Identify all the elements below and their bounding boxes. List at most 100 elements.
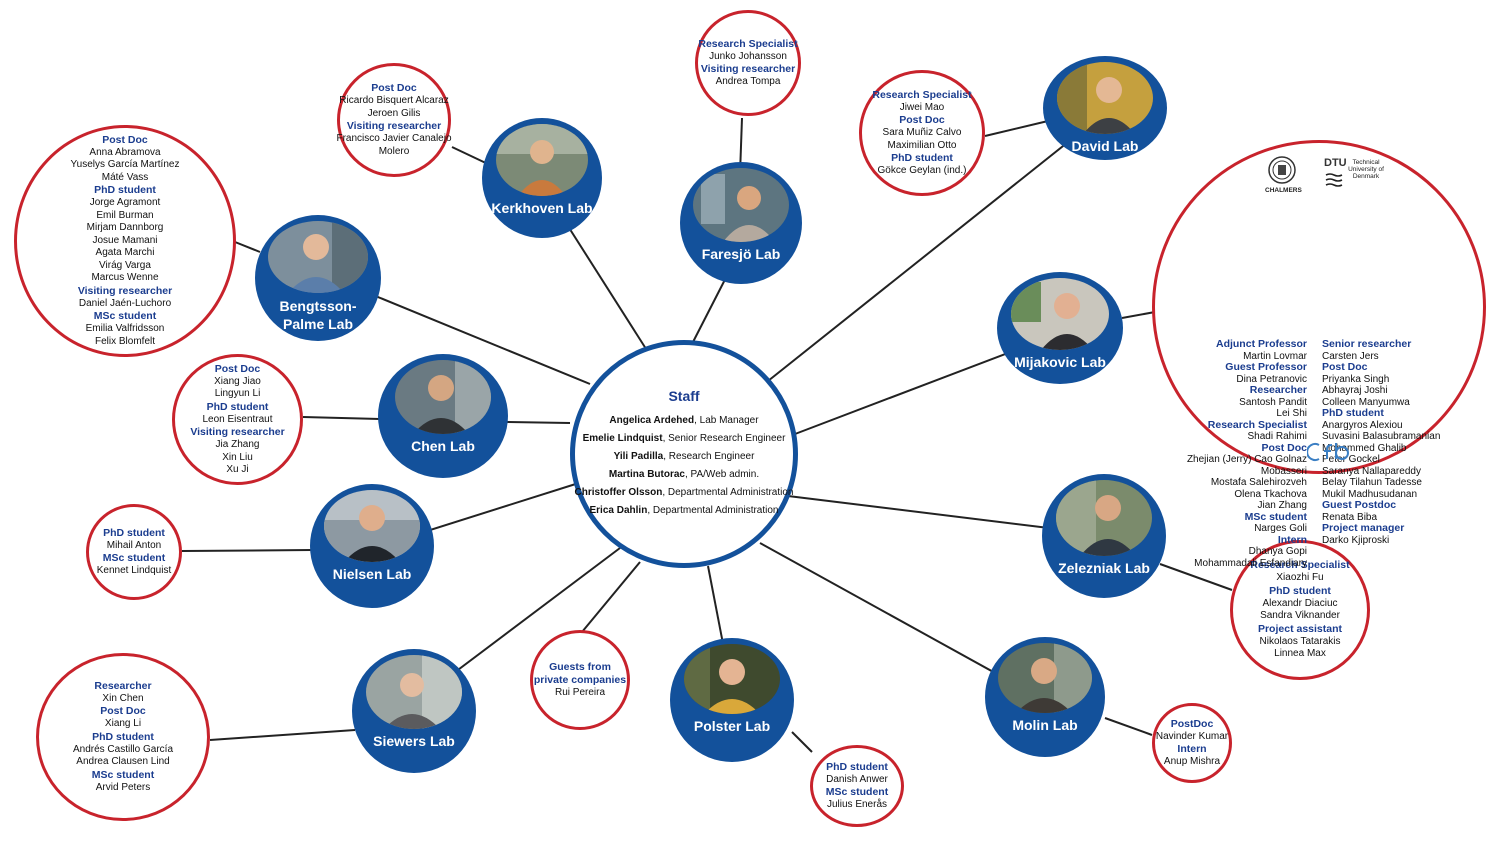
lab-molin[interactable]: Molin Lab xyxy=(985,637,1105,757)
role-header: Post Doc xyxy=(100,705,146,718)
link-mijakovic-group xyxy=(1121,311,1156,319)
link-david xyxy=(767,114,1103,382)
member-name: Jiwei Mao xyxy=(899,101,945,113)
member-name: Xiang Li xyxy=(104,718,142,730)
member-name: Peter Gockel xyxy=(1322,454,1380,465)
lab-david[interactable]: David Lab xyxy=(1043,56,1167,160)
member-name: Emil Burman xyxy=(96,209,154,221)
role-header: Visiting researcher xyxy=(700,63,796,75)
member-name: Danish Anwer xyxy=(826,773,888,785)
role-header: PhD student xyxy=(891,152,953,164)
lab-name: Molin Lab xyxy=(1012,717,1078,733)
member-name: Molero xyxy=(378,145,410,157)
lab-siewers[interactable]: Siewers Lab xyxy=(352,649,476,773)
member-name: Xiaozhi Fu xyxy=(1276,572,1324,584)
member-name: Xu Ji xyxy=(226,464,249,475)
member-name: Junko Johansson xyxy=(709,50,787,62)
member-name: Dhanya Gopi xyxy=(1248,546,1307,557)
group-mijakovic: CHALMERS DTU Technical University of Den… xyxy=(1152,140,1486,569)
role-header: PhD student xyxy=(826,760,888,773)
member-name: Zhejian (Jerry) Cao Golnaz xyxy=(1186,454,1307,465)
staff-name: Angelica Ardehed xyxy=(609,415,695,426)
link-siewers-group xyxy=(209,729,356,741)
link-nielsen-group xyxy=(181,549,313,552)
member-name: Ricardo Bisquert Alcaraz xyxy=(339,95,449,106)
member-name: Xin Liu xyxy=(222,451,253,463)
staff-member: Erica Dahlin, Departmental Administratio… xyxy=(575,502,794,520)
lab-polster[interactable]: Polster Lab xyxy=(670,638,794,762)
role-header: PhD student xyxy=(103,526,165,539)
staff-member: Yili Padilla, Research Engineer xyxy=(575,448,794,466)
staff-title: Staff xyxy=(668,388,700,404)
lab-nielsen[interactable]: Nielsen Lab xyxy=(310,484,434,608)
staff-member: Christoffer Olsson, Departmental Adminis… xyxy=(575,484,794,502)
link-bengtsson-group xyxy=(234,241,261,253)
member-name: Mohammed Ghalib xyxy=(1322,442,1407,454)
member-name: Andrés Castillo García xyxy=(72,743,174,755)
staff-role: , Lab Manager xyxy=(694,415,759,426)
link-david-group xyxy=(984,120,1049,137)
member-name: Marcus Wenne xyxy=(91,272,159,284)
role-header: Senior researcher xyxy=(1322,338,1412,350)
member-name: Andrea Tompa xyxy=(715,76,781,87)
role-header: Guest Postdoc xyxy=(1322,499,1397,511)
staff-name: Christoffer Olsson xyxy=(574,487,663,498)
role-header: Post Doc xyxy=(102,133,148,146)
member-name: Sandra Viknander xyxy=(1260,610,1340,622)
member-name: Priyanka Singh xyxy=(1322,373,1390,385)
lab-zelezniak[interactable]: Zelezniak Lab xyxy=(1042,474,1166,598)
member-name: Nikolaos Tatarakis xyxy=(1259,635,1341,647)
member-name: Máté Vass xyxy=(101,171,149,183)
portrait-chen xyxy=(395,360,491,434)
member-name: Josue Mamani xyxy=(92,234,158,246)
lab-name: Zelezniak Lab xyxy=(1058,560,1150,576)
staff-name: Yili Padilla xyxy=(613,451,664,462)
role-header: Visiting researcher xyxy=(77,284,173,297)
staff-member: Martina Butorac, PA/Web admin. xyxy=(575,466,794,484)
member-name: Alexandr Diaciuc xyxy=(1262,597,1338,609)
lab-name: Kerkhoven Lab xyxy=(491,200,593,216)
portrait-nielsen xyxy=(324,490,420,562)
member-name: Xin Chen xyxy=(102,692,144,704)
dtu-logo-icon: DTU xyxy=(1324,157,1347,169)
member-name: Gökce Geylan (ind.) xyxy=(877,165,967,176)
dtu-logo-text: Technical University of Denmark xyxy=(1348,159,1384,180)
link-polster-group xyxy=(791,731,813,753)
lab-faresjo[interactable]: Faresjö Lab xyxy=(680,162,802,284)
lab-mijakovic[interactable]: Mijakovic Lab xyxy=(997,272,1123,384)
chalmers-logo-icon xyxy=(1268,156,1296,184)
member-name: Saranya Nallapareddy xyxy=(1322,465,1421,477)
member-name: Mostafa Salehirozveh xyxy=(1210,477,1307,488)
member-name: Olena Tkachova xyxy=(1234,488,1307,500)
member-name: Martin Lovmar xyxy=(1243,350,1307,362)
staff-role: , Senior Research Engineer xyxy=(662,433,786,444)
member-name: Abhayraj Joshi xyxy=(1322,385,1388,396)
lab-bengtsson[interactable]: Bengtsson-Palme Lab xyxy=(255,215,381,341)
member-name: Anup Mishra xyxy=(1163,756,1221,767)
role-header: Project manager xyxy=(1322,522,1405,534)
staff-member: Angelica Ardehed, Lab Manager xyxy=(575,412,794,430)
role-header: MSc student xyxy=(825,786,889,798)
member-name: Belay Tilahun Tadesse xyxy=(1322,477,1422,488)
staff-role: , Research Engineer xyxy=(663,451,755,462)
lab-name: David Lab xyxy=(1071,138,1139,154)
lab-name: Polster Lab xyxy=(693,718,771,734)
member-name: Narges Goli xyxy=(1254,523,1307,534)
lab-kerkhoven[interactable]: Kerkhoven Lab xyxy=(482,118,602,238)
lab-chen[interactable]: Chen Lab xyxy=(378,354,508,478)
role-header: Post Doc xyxy=(214,362,261,375)
staff-role: , Departmental Administration xyxy=(662,487,794,498)
member-name: Jia Zhang xyxy=(215,439,260,450)
member-name: Santosh Pandit xyxy=(1239,396,1307,408)
role-header: Researcher xyxy=(94,679,152,692)
role-header: MSc student xyxy=(93,310,157,323)
role-header: PostDoc xyxy=(1170,717,1214,730)
role-header: Research Specialist xyxy=(872,88,972,101)
member-name: Arvid Peters xyxy=(95,781,151,793)
